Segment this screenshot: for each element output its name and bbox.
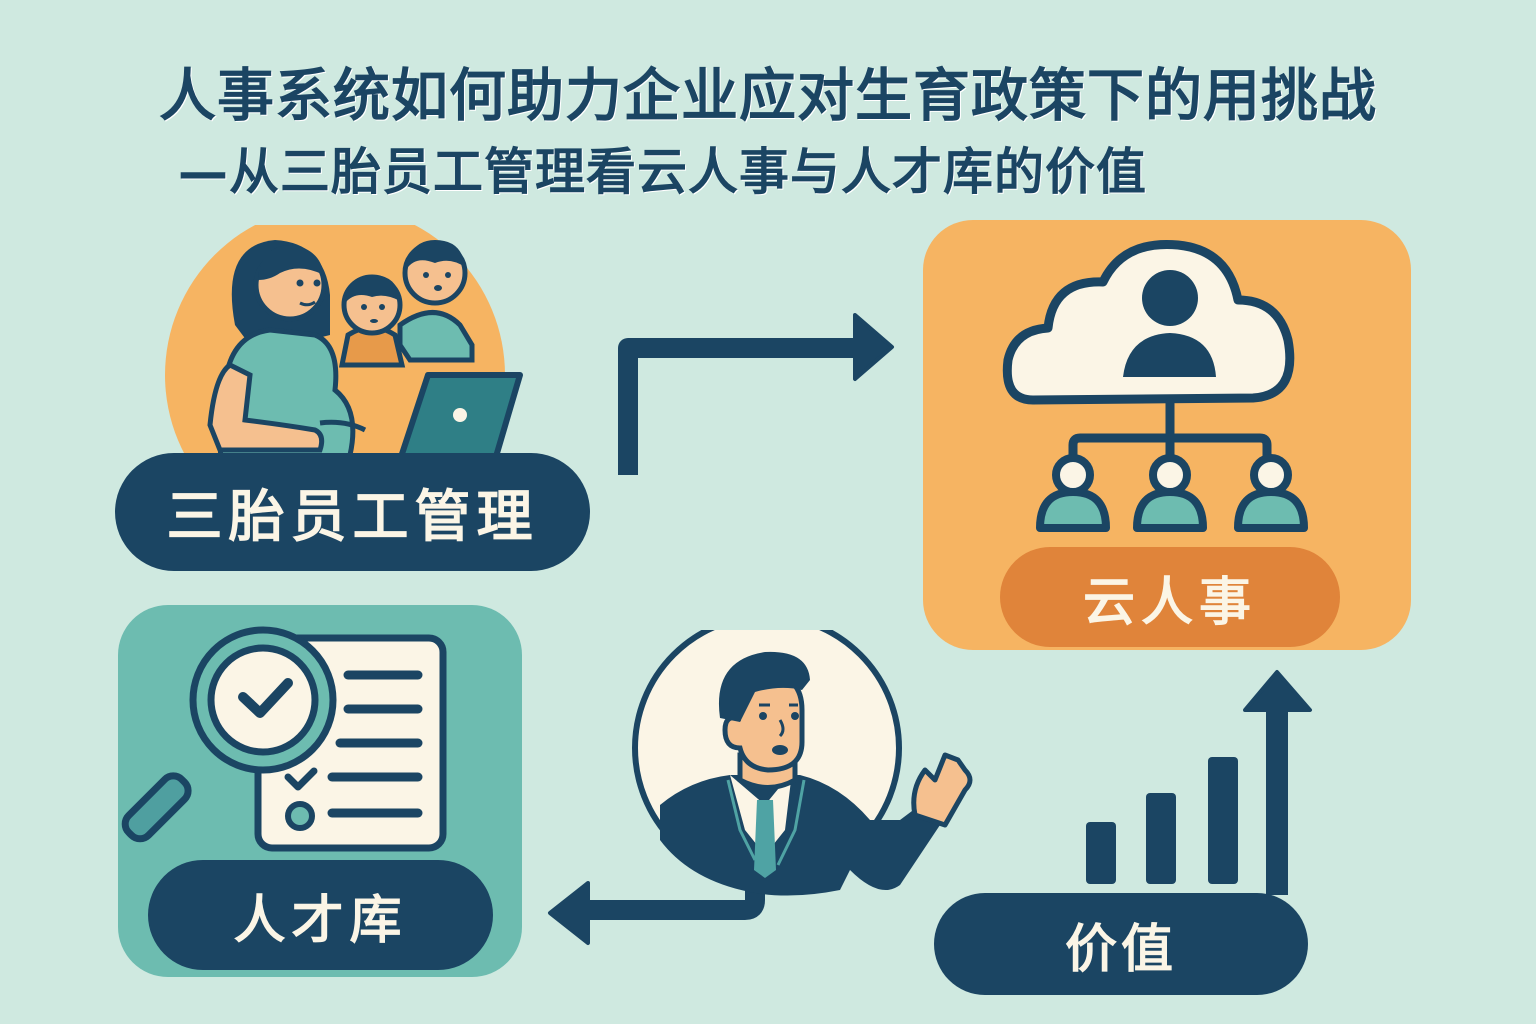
cloud-org-chart-icon	[1002, 239, 1308, 532]
cloud-hr-label: 云人事	[1000, 547, 1340, 647]
page-title: 人事系统如何助力企业应对生育政策下的用挑战	[159, 63, 1377, 129]
talent-pool-label: 人才库	[148, 860, 493, 970]
businessman-waving-avatar	[548, 630, 973, 945]
page-subtitle: —从三胎员工管理看云人事与人才库的价值	[178, 143, 1147, 201]
employee-management-node: 三胎员工管理	[110, 225, 610, 585]
cloud-hr-node: 云人事	[923, 220, 1411, 650]
pregnant-woman-children-illustration	[165, 225, 523, 463]
value-node: 价值	[920, 660, 1320, 1000]
employee-management-label: 三胎员工管理	[115, 453, 590, 571]
talent-pool-node: 人才库	[118, 605, 522, 977]
magnifier-checklist-icon	[121, 626, 447, 852]
arrow-right-icon	[618, 313, 894, 475]
rising-bar-chart-icon	[1086, 670, 1312, 895]
value-label: 价值	[934, 893, 1308, 995]
